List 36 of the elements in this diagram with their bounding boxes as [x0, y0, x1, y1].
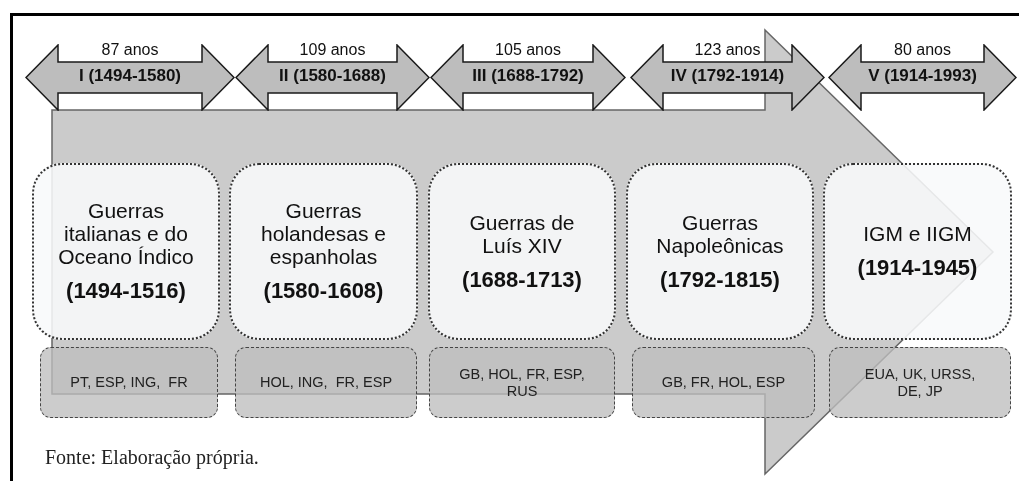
- war-name: Guerras Napoleônicas: [655, 210, 785, 257]
- war-box: [32, 163, 220, 340]
- countries-list: PT, ESP, ING, FR: [60, 374, 198, 391]
- period-label: III (1688-1792): [472, 66, 584, 86]
- period-label: I (1494-1580): [78, 66, 182, 86]
- war-box: [428, 163, 616, 340]
- war-name: IGM e IIGM: [862, 222, 973, 245]
- war-box: [823, 163, 1012, 340]
- duration-label: 109 anos: [299, 40, 366, 60]
- war-box: [229, 163, 418, 340]
- source-note: Fonte: Elaboração própria.: [45, 446, 259, 469]
- war-dates: (1792-1815): [660, 266, 780, 293]
- war-box: [626, 163, 814, 340]
- countries-list: HOL, ING, FR, ESP: [249, 374, 403, 391]
- war-name: Guerras holandesas e espanholas: [260, 199, 387, 268]
- countries-box: [235, 347, 417, 418]
- duration-label: 105 anos: [495, 40, 561, 60]
- countries-list: GB, HOL, FR, ESP, RUS: [430, 365, 614, 400]
- period-label: V (1914-1993): [868, 66, 977, 86]
- duration-label: 80 anos: [894, 40, 951, 60]
- war-dates: (1688-1713): [462, 266, 582, 293]
- countries-box: [429, 347, 615, 418]
- countries-list: EUA, UK, URSS, DE, JP: [830, 365, 1010, 400]
- war-dates: (1580-1608): [263, 278, 384, 304]
- war-name: Guerras de Luís XIV: [468, 210, 576, 257]
- countries-box: [40, 347, 218, 418]
- war-dates: (1494-1516): [66, 278, 186, 304]
- period-label: IV (1792-1914): [670, 66, 785, 86]
- duration-label: 123 anos: [694, 40, 761, 60]
- countries-list: GB, FR, HOL, ESP: [651, 374, 796, 391]
- countries-box: [829, 347, 1011, 418]
- period-label: II (1580-1688): [279, 66, 386, 86]
- war-name: Guerras italianas e do Oceano Índico: [57, 199, 195, 268]
- duration-label: 87 anos: [101, 40, 159, 60]
- war-dates: (1914-1945): [857, 255, 978, 281]
- countries-box: [632, 347, 815, 418]
